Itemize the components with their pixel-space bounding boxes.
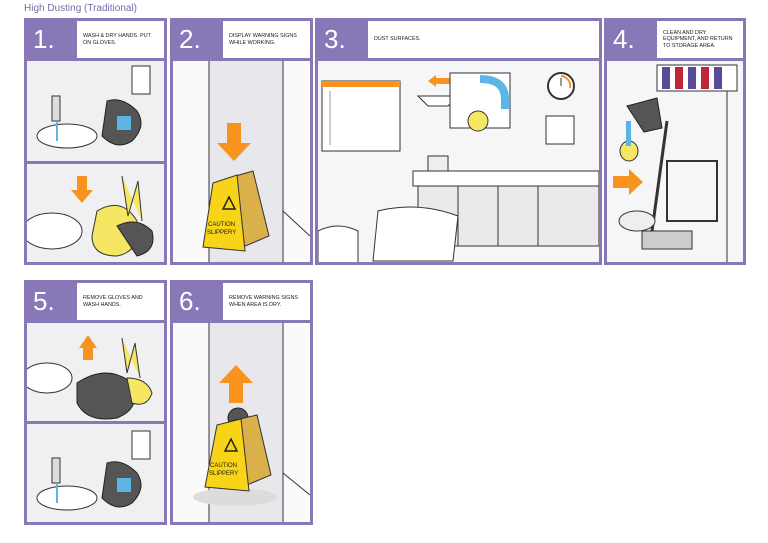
- step-3-panel: 3. Dust surfaces.: [315, 18, 602, 265]
- step-5-header: 5. Remove gloves and wash hands.: [27, 283, 164, 323]
- step-5-panel: 5. Remove gloves and wash hands.: [24, 280, 167, 525]
- step-6-panel: 6. Remove warning signs when area is dry…: [170, 280, 313, 525]
- step-6-header: 6. Remove warning signs when area is dry…: [173, 283, 310, 323]
- step-2-header: 2. Display warning signs while working.: [173, 21, 310, 61]
- page-title: High Dusting (Traditional): [24, 3, 137, 14]
- step-3-caption: Dust surfaces.: [374, 21, 595, 58]
- step-5-number: 5.: [27, 283, 77, 320]
- step-1-illustration: [27, 61, 164, 262]
- step-6-illustration: CAUTION SLIPPERY: [173, 323, 310, 522]
- step-6-caption: Remove warning signs when area is dry.: [229, 283, 306, 320]
- step-1-header: 1. Wash & dry hands. Put on gloves.: [27, 21, 164, 61]
- sign-text-slippery: SLIPPERY: [207, 230, 236, 236]
- step-3-header: 3. Dust surfaces.: [318, 21, 599, 61]
- step-4-number: 4.: [607, 21, 657, 58]
- step-3-illustration: [318, 61, 599, 262]
- step-4-illustration: [607, 61, 743, 262]
- step-2-panel: 2. Display warning signs while working. …: [170, 18, 313, 265]
- step-4-panel: 4. Clean and dry equipment, and return t…: [604, 18, 746, 265]
- step-1-number: 1.: [27, 21, 77, 58]
- step-5-illustration: [27, 323, 164, 522]
- step-1-caption: Wash & dry hands. Put on gloves.: [83, 21, 160, 58]
- step-2-number: 2.: [173, 21, 223, 58]
- step-4-header: 4. Clean and dry equipment, and return t…: [607, 21, 743, 61]
- step-2-illustration: CAUTION SLIPPERY: [173, 61, 310, 262]
- step-6-number: 6.: [173, 283, 223, 320]
- sign-text-slippery: SLIPPERY: [209, 471, 238, 477]
- step-3-number: 3.: [318, 21, 368, 58]
- sign-text-caution: CAUTION: [210, 463, 237, 469]
- step-5-caption: Remove gloves and wash hands.: [83, 283, 160, 320]
- clock-icon: [548, 73, 574, 99]
- step-2-caption: Display warning signs while working.: [229, 21, 306, 58]
- step-1-panel: 1. Wash & dry hands. Put on gloves.: [24, 18, 167, 265]
- sign-text-caution: CAUTION: [208, 222, 235, 228]
- step-4-caption: Clean and dry equipment, and return to s…: [663, 21, 739, 58]
